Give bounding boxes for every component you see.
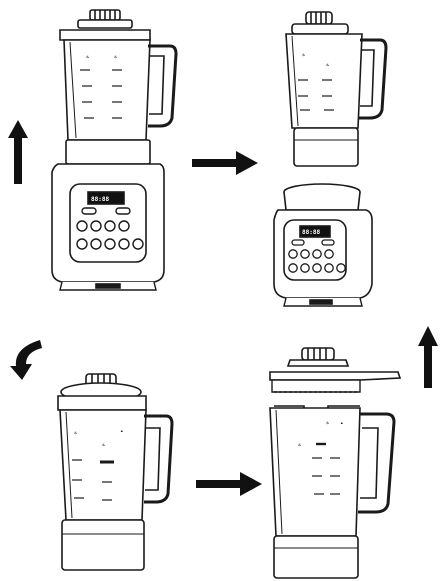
- step-right-arrow: [196, 472, 262, 496]
- svg-text:♨: ♨: [86, 55, 90, 59]
- svg-text:♨: ♨: [74, 431, 78, 435]
- jar-body: [285, 33, 363, 129]
- jar-collar: [65, 139, 151, 165]
- jar-lid: [269, 371, 402, 381]
- jar-handle: [148, 44, 178, 128]
- jar-body: [63, 39, 151, 141]
- svg-text:♨: ♨: [326, 63, 330, 67]
- lid-up-arrow: [418, 326, 438, 388]
- jar-lid: [57, 395, 147, 411]
- svg-text:♨: ♨: [298, 443, 302, 447]
- svg-text:▲: ▲: [340, 421, 344, 425]
- svg-text:♨: ♨: [326, 421, 330, 425]
- lift-up-arrow: [8, 120, 28, 184]
- jar-with-lid: ♨ ♨ ▲: [57, 373, 174, 571]
- jar-body: [269, 407, 361, 537]
- jar-body: [59, 409, 147, 521]
- rotate-arrow: [10, 340, 42, 380]
- control-buttons: [76, 207, 144, 250]
- jar-lid-removed: ♨ ▲ ♨: [269, 347, 402, 579]
- jar-markings: ♨ ♨: [80, 55, 122, 119]
- lid-knob: [305, 11, 333, 25]
- jar-separated: ♨ ♨: [285, 11, 388, 167]
- svg-text:88:88: 88:88: [91, 196, 109, 203]
- jar-collar: [293, 127, 359, 167]
- full-blender: ♨ ♨ 88:88: [51, 9, 178, 291]
- display-screen: [299, 225, 331, 238]
- lid-knob: [301, 347, 335, 361]
- svg-text:♨: ♨: [302, 53, 306, 57]
- motor-base-separated: 88:88: [273, 183, 373, 307]
- jar-handle: [358, 412, 396, 514]
- svg-text:▲: ▲: [120, 429, 124, 433]
- svg-text:♨: ♨: [102, 443, 106, 447]
- jar-lid: [59, 29, 151, 41]
- jar-collar: [273, 535, 359, 579]
- svg-text:♨: ♨: [114, 55, 118, 59]
- step-right-arrow: [192, 151, 258, 175]
- jar-handle: [358, 38, 388, 120]
- jar-handle: [144, 414, 174, 504]
- jar-collar: [61, 519, 145, 571]
- display-screen: [87, 191, 125, 205]
- svg-text:88:88: 88:88: [302, 229, 320, 236]
